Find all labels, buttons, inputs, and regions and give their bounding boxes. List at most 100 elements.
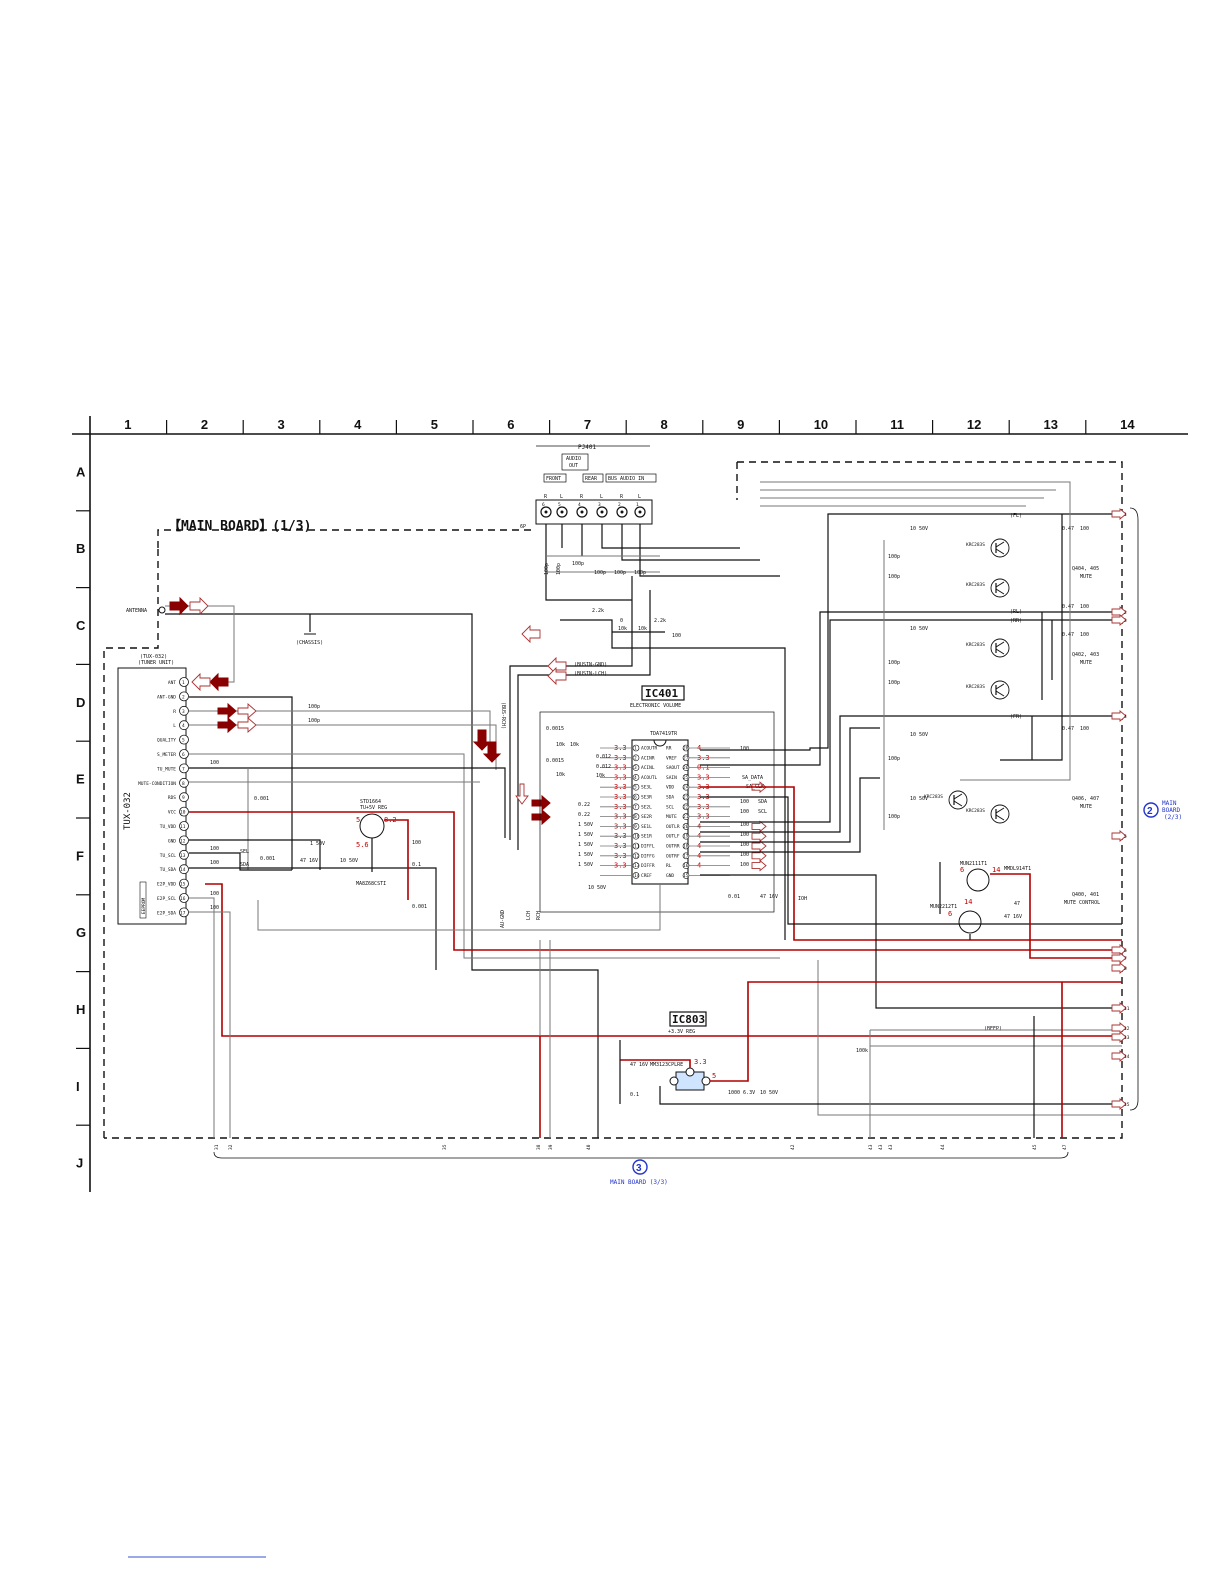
right-pin-arrow <box>1111 606 1127 618</box>
scl-label: SCL <box>758 809 767 815</box>
ic401-pin-num: 11 <box>634 844 640 850</box>
busin-gnd-label: (BUSIN-GND) <box>574 662 607 668</box>
mute-control: MUN2111T1 MUN2212T1 MMDL914T1 6 14 14 6 … <box>930 861 1122 959</box>
jack-pin: 3 <box>598 502 601 508</box>
tuner-pin <box>179 763 189 774</box>
tuner-pin-num: 11 <box>180 824 186 830</box>
r-100-o2: 100 <box>740 832 749 838</box>
ic401-pin-num: 22 <box>683 804 689 810</box>
bottom-pin-num: 42 <box>790 1144 796 1150</box>
rear-label: REAR <box>585 476 598 482</box>
krc283s-transistor <box>990 538 1010 558</box>
jack-core <box>580 510 584 514</box>
r-100-e2p-a: 100 <box>210 891 219 897</box>
tuner-pin-num: 8 <box>182 781 185 787</box>
ic401-pin-name: ACOUTR <box>641 746 658 752</box>
mute-group-4-fn: MUTE CONTROL <box>1064 900 1100 906</box>
r-100-fl: 100 <box>1080 526 1089 532</box>
c-100p-t2: 100p <box>308 718 320 724</box>
ic401-pin-num: 25 <box>683 775 689 781</box>
r-2-2k-b: 2.2k <box>654 618 666 624</box>
ic401-out-arrow <box>751 840 767 852</box>
c-10-50v-m4: 10 50V <box>910 796 928 802</box>
r-100-fr: 100 <box>1080 726 1089 732</box>
row-label: D <box>76 695 85 710</box>
tuner-pin-name: L <box>173 723 176 729</box>
col-label: 7 <box>584 417 591 432</box>
jack-core <box>544 510 548 514</box>
ic401-pin-num: 3 <box>634 765 637 771</box>
c-100p-m1: 100p <box>888 554 900 560</box>
col-label: 1 <box>124 417 131 432</box>
right-label-2: BOARD <box>1162 807 1180 814</box>
ic401-pin-num: 18 <box>683 844 689 850</box>
ic401-pin-name: SAIN <box>666 775 677 781</box>
col-label: 5 <box>431 417 438 432</box>
mc-c47: 47 16V <box>1004 914 1022 920</box>
ic803-c47: 47 16V <box>630 1062 648 1068</box>
bottom-pin-num: 31 <box>214 1144 220 1150</box>
tuner-subtitle: (TUNER UNIT) <box>138 660 174 666</box>
right-pin-num: 8 <box>1124 966 1127 972</box>
jack <box>556 506 568 518</box>
mc-v3: 14 <box>964 898 972 906</box>
right-pin-arrow <box>1111 962 1127 974</box>
ic401-pin-num: 2 <box>634 755 637 761</box>
c-47-16v-ic: 47 16V <box>760 894 778 900</box>
tuner-pin-num: 10 <box>180 810 186 816</box>
col-label: 12 <box>967 417 981 432</box>
c-047-a: 0.47 <box>1062 526 1074 532</box>
krc283s-label: KRC283S <box>966 808 985 814</box>
r-100-o4: 100 <box>740 852 749 858</box>
ic401-pin-name: SE2L <box>641 804 652 810</box>
ic401-pin-num: 4 <box>634 775 637 781</box>
bus-rch-label: (BUS-RCH) <box>500 702 506 729</box>
ic401-pin-name: SE1L <box>641 824 652 830</box>
col-label: 8 <box>661 417 668 432</box>
r-10k-d: 10k <box>570 742 579 748</box>
ic401-pin-num: 19 <box>683 834 689 840</box>
krc283s-label: KRC283S <box>924 794 943 800</box>
tuner-pin <box>179 677 189 687</box>
c-100p-d: 100p <box>594 570 606 576</box>
right-pin-arrow <box>1111 1050 1127 1062</box>
ic803-v-in: 5 <box>712 1072 716 1080</box>
krc283s-label: KRC283S <box>966 582 985 588</box>
c-047-c: 0.47 <box>1062 632 1074 638</box>
krc283s-transistor <box>990 804 1010 824</box>
ic401-out-arrow <box>751 830 767 843</box>
mute-group-1-refs: Q404, 405 <box>1072 566 1099 572</box>
row-label: J <box>76 1156 83 1171</box>
c-0-0015-b: 0.0015 <box>546 758 564 764</box>
right-pin-arrow <box>1111 1031 1127 1043</box>
audio-out-label-1: AUDIO <box>566 456 581 462</box>
std-v-left: 5 <box>356 816 360 824</box>
mute-group-2-fn: MUTE <box>1080 660 1092 666</box>
col-label: 10 <box>814 417 828 432</box>
right-pin-arrow <box>1111 614 1127 626</box>
col-label: 2 <box>201 417 208 432</box>
c-0-0015-a: 0.0015 <box>546 726 564 732</box>
ic401-pin-num: 10 <box>634 834 640 840</box>
r-100-sda-ic: 100 <box>740 799 749 805</box>
ic401-pin-name: CREF <box>641 873 652 879</box>
row-label: A <box>76 464 86 479</box>
ic401-pin-num: 27 <box>683 755 689 761</box>
c-100p-m5: 100p <box>888 756 900 762</box>
jack-pin: 6 <box>542 502 545 508</box>
au-gnd-label: AU-GND <box>500 910 506 928</box>
right-pin-arrow <box>1111 710 1127 722</box>
ic401-pin-name: RL <box>666 863 672 869</box>
mute-group-3-refs: Q406, 407 <box>1072 796 1099 802</box>
tuner-pin-num: 5 <box>182 738 185 744</box>
jack-channel: R <box>620 494 624 500</box>
sda-label-t: SDA <box>240 862 249 868</box>
c-100p-a: 100p <box>544 563 550 575</box>
r-10k-b: 10k <box>638 626 647 632</box>
ic401-pin-name: MUTE <box>666 814 677 820</box>
right-pin-num: 15 <box>1124 1102 1130 1108</box>
c-100p-m3: 100p <box>888 660 900 666</box>
